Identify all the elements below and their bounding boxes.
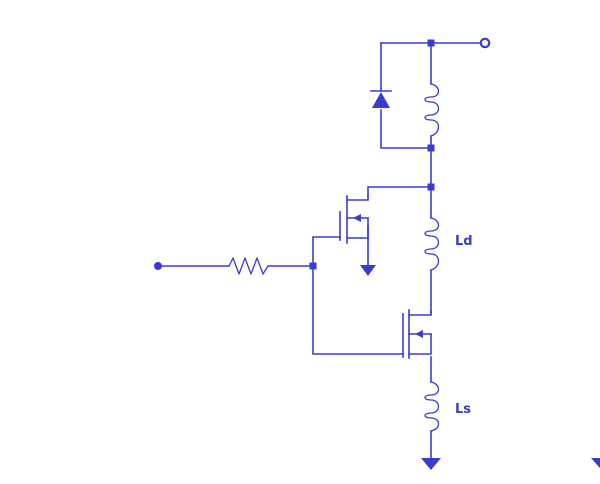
diode-triangle <box>372 92 390 108</box>
ls-ground-symbol <box>421 458 441 470</box>
clamp-drain-wire <box>367 186 432 197</box>
junction-node <box>427 144 435 152</box>
edge-ground-symbol <box>591 458 600 468</box>
junction-nodes <box>309 39 435 270</box>
main-mosfet-source-leg <box>408 333 432 355</box>
drain-inductor-label: Ld <box>455 234 473 249</box>
resistor <box>228 257 269 275</box>
input-terminal <box>154 262 162 270</box>
main-mosfet <box>402 309 432 359</box>
diode <box>370 90 392 108</box>
clamp-gate-wire <box>312 236 341 267</box>
top-inductor <box>424 83 440 137</box>
source-inductor-label: Ls <box>455 402 471 417</box>
drain-inductor <box>424 217 440 271</box>
main-gate-wire <box>312 265 404 355</box>
wires <box>157 42 481 459</box>
junction-node <box>427 39 435 47</box>
main-mosfet-drain-leg <box>408 310 432 316</box>
main-mosfet-arrow <box>415 330 423 338</box>
output-terminal <box>479 37 491 49</box>
clamp-mosfet <box>339 195 369 244</box>
clamp-ground-symbol <box>360 265 376 276</box>
diode-branch-wire <box>380 42 432 149</box>
junction-node <box>427 183 435 191</box>
clamp-mosfet-drain-leg <box>346 195 369 201</box>
source-inductor <box>424 381 440 432</box>
clamp-mosfet-arrow <box>353 214 361 222</box>
clamp-mosfet-source-leg <box>346 217 369 239</box>
junction-node <box>309 262 317 270</box>
